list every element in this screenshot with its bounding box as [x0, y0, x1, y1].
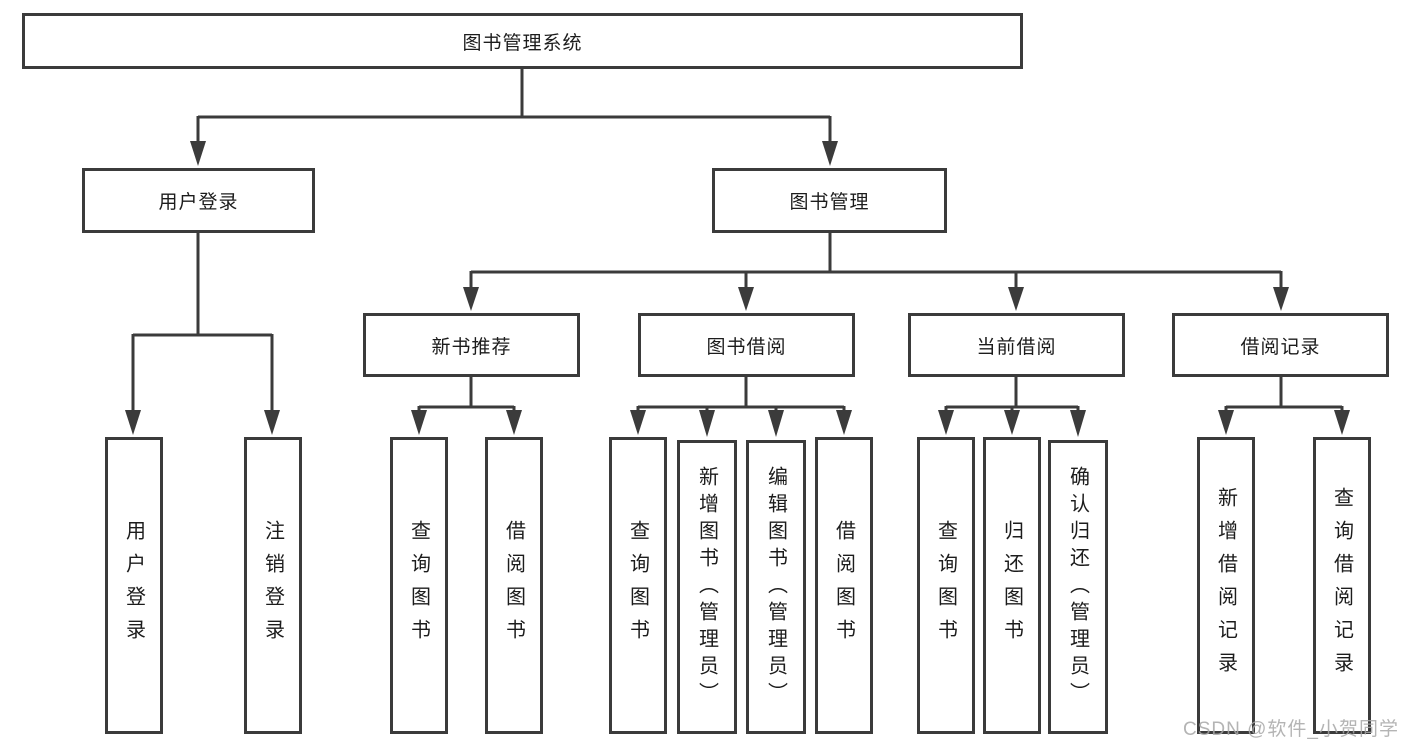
- leaf-bb-borrow-books-label: 借阅图书: [832, 519, 855, 652]
- node-book-mgmt-label: 图书管理: [789, 192, 870, 213]
- node-new-book-recommend: 新书推荐: [363, 313, 580, 377]
- leaf-logout-label: 注销登录: [261, 519, 284, 652]
- leaf-nb-query-books-label: 查询图书: [407, 519, 430, 652]
- leaf-bb-query-books: 查询图书: [609, 437, 667, 734]
- leaf-logout: 注销登录: [244, 437, 302, 734]
- node-new-book-recommend-label: 新书推荐: [431, 336, 512, 358]
- leaf-cb-query-books-label: 查询图书: [934, 519, 957, 652]
- leaf-bb-add-books-admin: 新增图书（管理员）: [677, 440, 737, 734]
- leaf-cb-confirm-return-admin-label: 确认归还（管理员）: [1066, 465, 1089, 709]
- leaf-cb-return-books: 归还图书: [983, 437, 1041, 734]
- leaf-br-query-record: 查询借阅记录: [1313, 437, 1371, 734]
- leaf-bb-query-books-label: 查询图书: [626, 519, 649, 652]
- leaf-nb-borrow-books-label: 借阅图书: [502, 519, 525, 652]
- node-book-borrow: 图书借阅: [638, 313, 855, 377]
- leaf-cb-query-books: 查询图书: [917, 437, 975, 734]
- leaf-bb-add-books-admin-label: 新增图书（管理员）: [695, 465, 718, 709]
- leaf-bb-edit-books-admin-label: 编辑图书（管理员）: [764, 465, 787, 709]
- leaf-bb-borrow-books: 借阅图书: [815, 437, 873, 734]
- leaf-user-login-label: 用户登录: [122, 519, 145, 652]
- node-root-label: 图书管理系统: [462, 32, 583, 54]
- leaf-user-login: 用户登录: [105, 437, 163, 734]
- leaf-br-add-record-label: 新增借阅记录: [1214, 486, 1237, 685]
- node-current-borrow: 当前借阅: [908, 313, 1125, 377]
- leaf-br-add-record: 新增借阅记录: [1197, 437, 1255, 734]
- node-book-borrow-label: 图书借阅: [706, 336, 787, 358]
- node-current-borrow-label: 当前借阅: [976, 336, 1057, 358]
- node-root: 图书管理系统: [22, 13, 1023, 69]
- arrowheads: [125, 141, 1350, 437]
- leaf-bb-edit-books-admin: 编辑图书（管理员）: [746, 440, 806, 734]
- leaf-cb-return-books-label: 归还图书: [1000, 519, 1023, 652]
- leaf-nb-query-books: 查询图书: [390, 437, 448, 734]
- node-user-login: 用户登录: [82, 168, 315, 233]
- node-user-login-label: 用户登录: [158, 192, 239, 213]
- leaf-br-query-record-label: 查询借阅记录: [1330, 486, 1353, 685]
- node-borrow-records-label: 借阅记录: [1240, 336, 1321, 358]
- leaf-nb-borrow-books: 借阅图书: [485, 437, 543, 734]
- node-book-mgmt: 图书管理: [712, 168, 947, 233]
- leaf-cb-confirm-return-admin: 确认归还（管理员）: [1048, 440, 1108, 734]
- node-borrow-records: 借阅记录: [1172, 313, 1389, 377]
- csdn-watermark: CSDN @软件_小贺同学: [1183, 719, 1399, 740]
